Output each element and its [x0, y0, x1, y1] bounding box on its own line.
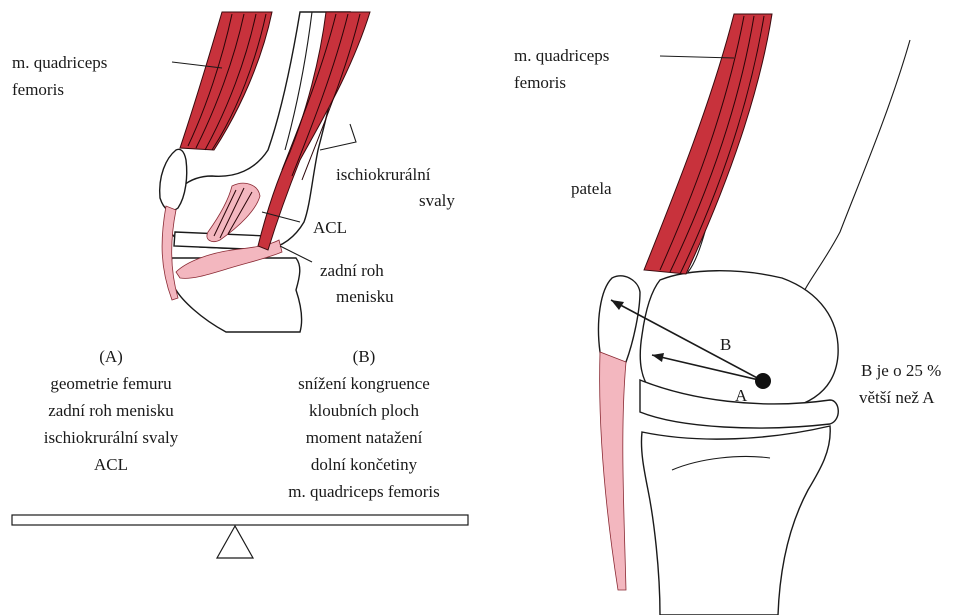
- group-b: (B) snížení kongruence kloubních ploch m…: [288, 347, 440, 501]
- label-acl: ACL: [313, 218, 347, 237]
- group-b-item: snížení kongruence: [298, 374, 430, 393]
- rotation-center-dot: [755, 373, 771, 389]
- label-ischio-2: svaly: [419, 191, 455, 210]
- label-patella: patela: [571, 179, 612, 198]
- label-arm-a: A: [735, 386, 748, 405]
- right-knee-illustration: [599, 14, 911, 615]
- group-b-heading: (B): [353, 347, 376, 366]
- balance-fulcrum: [217, 526, 253, 558]
- balance-beam: [12, 515, 468, 525]
- patellar-tendon-right: [600, 352, 626, 590]
- femur-posterior-line: [800, 40, 910, 305]
- group-a-item: ischiokrurální svaly: [44, 428, 179, 447]
- group-a-item: geometrie femuru: [50, 374, 172, 393]
- ischio-bracket: [320, 124, 356, 150]
- quadriceps-muscle-right: [644, 14, 772, 274]
- group-b-item: moment natažení: [306, 428, 423, 447]
- label-meniscus-1: zadní roh: [320, 261, 384, 280]
- group-b-item: m. quadriceps femoris: [288, 482, 440, 501]
- label-ischio-1: ischiokrurální: [336, 165, 431, 184]
- label-quadriceps-right-1: m. quadriceps: [514, 46, 609, 65]
- label-quadriceps-left-2: femoris: [12, 80, 64, 99]
- quadriceps-muscle-left: [180, 12, 272, 150]
- tibia-right: [641, 426, 830, 615]
- group-b-item: dolní končetiny: [311, 455, 418, 474]
- label-meniscus-2: menisku: [336, 287, 394, 306]
- group-a: (A) geometrie femuru zadní roh menisku i…: [44, 347, 179, 474]
- label-arm-b: B: [720, 335, 731, 354]
- group-b-item: kloubních ploch: [309, 401, 420, 420]
- group-a-heading: (A): [99, 347, 123, 366]
- group-a-item: ACL: [94, 455, 128, 474]
- label-note-2: větší než A: [859, 388, 935, 407]
- label-quadriceps-right-2: femoris: [514, 73, 566, 92]
- group-a-item: zadní roh menisku: [48, 401, 174, 420]
- label-note-1: B je o 25 %: [861, 361, 941, 380]
- label-quadriceps-left-1: m. quadriceps: [12, 53, 107, 72]
